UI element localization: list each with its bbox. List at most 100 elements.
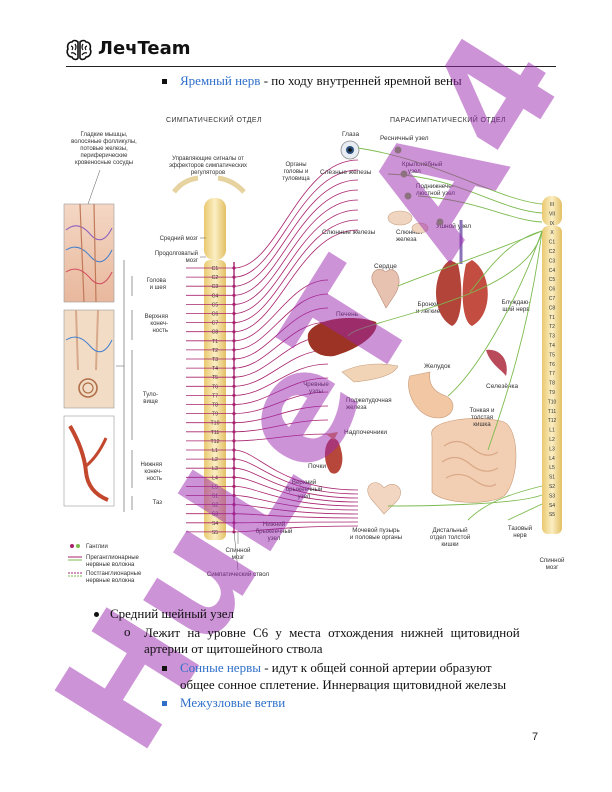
svg-text:конеч-: конеч- xyxy=(150,321,168,327)
sympathetic-fibre xyxy=(233,419,329,433)
trunk-label: Туло- xyxy=(143,392,158,398)
organs-head-label: Органы головы и туловища xyxy=(282,162,310,182)
segment-label-right: T10 xyxy=(548,399,557,405)
segment-label-right: VII xyxy=(549,211,555,217)
svg-text:эффекторов симпатических: эффекторов симпатических xyxy=(169,163,247,169)
segment-label-left: S2 xyxy=(212,503,218,509)
pelvic-nerve-label: Тазовый xyxy=(508,525,533,532)
heart-label: Сердце xyxy=(374,263,397,270)
segment-label-right: T8 xyxy=(549,381,555,387)
sympathetic-fibre xyxy=(233,179,359,287)
segment-label-right: T6 xyxy=(549,362,555,368)
segment-label-right: C8 xyxy=(549,305,556,311)
sub1-line1: Лежит на уровне С6 у места отхождения ни… xyxy=(144,625,520,640)
bladder-shape xyxy=(367,482,401,515)
heart-shape xyxy=(371,269,400,309)
sympathetic-fibre xyxy=(233,189,359,296)
svg-text:кишка: кишка xyxy=(473,421,491,428)
segment-label-right: T2 xyxy=(549,324,555,330)
svg-text:и половые органы: и половые органы xyxy=(350,534,403,541)
segment-label-right: T11 xyxy=(548,409,556,415)
eye-label: Глаза xyxy=(342,131,359,138)
svg-text:узлы: узлы xyxy=(309,388,323,395)
segment-label-right: C6 xyxy=(549,287,556,293)
sub1-line2: артерии от щитошейного ствола xyxy=(144,641,323,656)
svg-text:люстной узел: люстной узел xyxy=(416,190,455,197)
segment-label-left: T8 xyxy=(212,403,218,409)
pancreas-shape xyxy=(341,363,399,383)
brand-name: ЛечTeam xyxy=(98,38,191,59)
svg-text:периферические: периферические xyxy=(80,153,128,159)
sympathetic-fibre xyxy=(233,513,359,519)
liver-label: Печень xyxy=(336,311,359,318)
upper-limb-label: Верхняя xyxy=(145,314,168,320)
segment-label-left: C6 xyxy=(212,312,219,318)
parasympathetic-fibres xyxy=(347,146,543,521)
segment-label-right: L3 xyxy=(549,446,555,452)
segment-label-right: C4 xyxy=(549,268,556,274)
carotid-nerves-item: Сонные нервы - идут к общей сонной артер… xyxy=(180,660,492,675)
segment-label-left: T7 xyxy=(212,393,218,399)
pancreas-label: Поджелудочная xyxy=(346,397,392,404)
segment-label-left: C5 xyxy=(212,302,219,308)
segment-label-right: IX xyxy=(550,221,555,227)
legend-postganglionic: Постганглионарные xyxy=(86,571,142,577)
inferior-mesenteric-label: Нижний xyxy=(263,521,286,528)
legend-preganglionic: Преганглионарные xyxy=(86,555,140,561)
segment-label-right: S5 xyxy=(549,512,555,518)
segment-label-left: L2 xyxy=(212,457,218,463)
segment-label-right: L4 xyxy=(549,456,555,462)
medulla-label: Продолговатый xyxy=(155,250,198,257)
sympathetic-fibre xyxy=(233,307,329,360)
list-item-middle-ganglion: Средний шейный узел xyxy=(110,606,235,621)
distal-colon-label: Дистальный xyxy=(432,527,468,534)
segment-label-right: S4 xyxy=(549,503,555,509)
sympathetic-fibre xyxy=(233,293,329,351)
sympathetic-fibre xyxy=(233,495,359,511)
segment-label-right: S3 xyxy=(549,493,555,499)
segment-label-left: C3 xyxy=(212,284,219,290)
control-signals-label: Управляющие сигналы от эффекторов симпат… xyxy=(169,156,247,176)
sympathetic-fibres xyxy=(186,159,359,533)
intro-term: Яремный нерв xyxy=(180,73,261,88)
segment-label-left: T3 xyxy=(212,357,218,363)
segment-label-right: T4 xyxy=(549,343,555,349)
sympathetic-trunk-label: Симпатический ствол xyxy=(207,571,270,578)
segment-label-left: C8 xyxy=(212,330,219,336)
lacrimal-glands-label: Слёзные железы xyxy=(320,169,372,176)
segment-label-right: S1 xyxy=(549,475,555,481)
blood-vessel-panel xyxy=(63,415,115,507)
autonomic-nervous-system-diagram: СИМПАТИЧЕСКИЙ ОТДЕЛ ПАРАСИМПАТИЧЕСКИЙ ОТ… xyxy=(63,115,565,584)
segment-label-right: III xyxy=(550,202,554,208)
segment-label-left: L1 xyxy=(212,448,218,454)
segment-label-right: X xyxy=(550,230,554,236)
stomach-shape xyxy=(408,371,454,419)
svg-text:головы и: головы и xyxy=(284,169,309,175)
stomach-label: Желудок xyxy=(424,363,451,370)
square-bullet xyxy=(162,79,167,84)
parasympathetic-fibre xyxy=(487,230,543,451)
segment-label-right: T7 xyxy=(549,371,555,377)
segment-label-left: C4 xyxy=(212,293,219,299)
parasympathetic-fibre xyxy=(387,173,543,214)
parasympathetic-fibre xyxy=(447,230,543,397)
svg-text:узел: узел xyxy=(408,168,421,175)
segment-label-right: S2 xyxy=(549,484,555,490)
sympathetic-fibre xyxy=(233,476,359,503)
segment-label-left: S1 xyxy=(212,494,218,500)
sympathetic-fibre xyxy=(233,391,329,414)
segment-label-right: T9 xyxy=(549,390,555,396)
sympathetic-fibre xyxy=(233,169,359,278)
parasympathetic-fibre xyxy=(387,494,543,507)
sympathetic-fibre xyxy=(233,525,359,533)
segment-label-left: C7 xyxy=(212,321,219,327)
segment-label-right: C1 xyxy=(549,240,556,246)
segment-label-left: T5 xyxy=(212,375,218,381)
svg-text:мозг: мозг xyxy=(232,554,245,561)
svg-text:Гладкие мышцы,: Гладкие мышцы, xyxy=(81,132,128,138)
parasympathetic-fibre xyxy=(507,503,543,521)
segment-label-left: T10 xyxy=(211,421,220,427)
carotid-nerves-line2: общее сонное сплетение. Иннервация щитов… xyxy=(180,677,507,692)
sympathetic-fibre xyxy=(233,449,359,491)
segment-label-right: C2 xyxy=(549,249,556,255)
